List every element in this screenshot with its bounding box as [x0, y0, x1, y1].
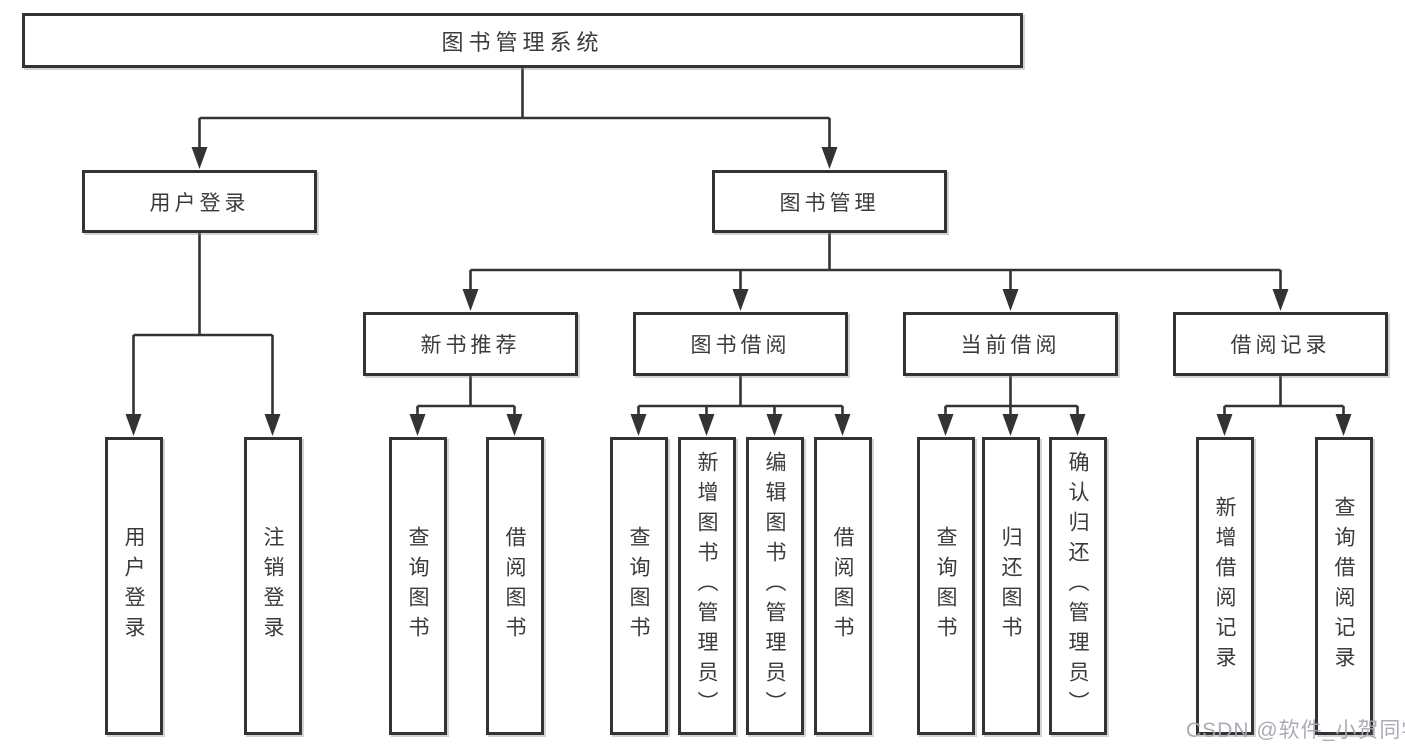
leaf-query-book-current: 查询图书	[916, 437, 975, 735]
arrowhead	[462, 289, 479, 311]
arrowhead	[264, 414, 281, 436]
connector-book-borrow-to-leaves	[630, 376, 851, 436]
node-root-system: 图书管理系统	[22, 13, 1023, 68]
leaf-borrow-book-recommend: 借阅图书	[485, 437, 544, 735]
arrowhead	[1335, 414, 1352, 436]
arrowhead	[630, 414, 647, 436]
node-root-system-label: 图书管理系统	[441, 29, 604, 55]
leaf-query-book-recommend: 查询图书	[388, 437, 447, 735]
leaf-logout-label: 注销登录	[261, 526, 284, 646]
connector-current-borrow-to-leaves	[937, 376, 1086, 436]
node-current-borrow-label: 当前借阅	[960, 334, 1061, 357]
node-new-book-recommend: 新书推荐	[363, 312, 578, 376]
leaf-query-borrow-record-label: 查询借阅记录	[1332, 496, 1355, 676]
node-borrow-record-label: 借阅记录	[1230, 334, 1331, 357]
connector-new-book-rec-to-leaves	[409, 376, 523, 436]
leaf-query-borrow-record: 查询借阅记录	[1314, 437, 1373, 735]
connector-user-login-to-leaves	[125, 233, 281, 436]
node-book-management: 图书管理	[712, 170, 947, 233]
leaf-add-book-admin: 新增图书（管理员）	[677, 437, 736, 735]
arrowhead	[409, 414, 426, 436]
leaf-user-login-label: 用户登录	[122, 526, 145, 646]
csdn-watermark: CSDN @软件_小贺同学	[1186, 719, 1405, 742]
node-book-borrow: 图书借阅	[633, 312, 848, 376]
connector-book-mgmt-to-level3	[462, 233, 1289, 311]
leaf-logout: 注销登录	[243, 437, 302, 735]
node-book-management-label: 图书管理	[779, 191, 880, 215]
leaf-borrow-book: 借阅图书	[813, 437, 872, 735]
arrowhead	[1002, 289, 1019, 311]
leaf-return-book-label: 归还图书	[999, 526, 1022, 646]
leaf-query-book-borrow: 查询图书	[609, 437, 668, 735]
leaf-borrow-book-recommend-label: 借阅图书	[503, 526, 526, 646]
connector-borrow-record-to-leaves	[1216, 376, 1352, 436]
node-borrow-record: 借阅记录	[1173, 312, 1388, 376]
arrowhead	[834, 414, 851, 436]
arrowhead	[698, 414, 715, 436]
node-current-borrow: 当前借阅	[903, 312, 1118, 376]
arrowhead	[506, 414, 523, 436]
leaf-edit-book-admin-label: 编辑图书（管理员）	[763, 451, 786, 721]
node-user-login-label: 用户登录	[149, 191, 250, 215]
arrowhead	[125, 414, 142, 436]
leaf-add-borrow-record-label: 新增借阅记录	[1213, 496, 1236, 676]
node-new-book-recommend-label: 新书推荐	[420, 334, 521, 357]
leaf-query-book-borrow-label: 查询图书	[627, 526, 650, 646]
arrowhead	[191, 147, 208, 169]
leaf-add-borrow-record: 新增借阅记录	[1195, 437, 1254, 735]
arrowhead	[766, 414, 783, 436]
arrowhead	[1216, 414, 1233, 436]
arrowhead	[732, 289, 749, 311]
leaf-edit-book-admin: 编辑图书（管理员）	[745, 437, 804, 735]
arrowhead	[937, 414, 954, 436]
leaf-user-login: 用户登录	[104, 437, 163, 735]
node-user-login: 用户登录	[82, 170, 317, 233]
leaf-confirm-return-admin: 确认归还（管理员）	[1048, 437, 1107, 735]
connector-root-to-level2	[191, 68, 838, 169]
arrowhead	[1272, 289, 1289, 311]
leaf-borrow-book-label: 借阅图书	[831, 526, 854, 646]
node-book-borrow-label: 图书借阅	[690, 334, 791, 357]
leaf-query-book-current-label: 查询图书	[934, 526, 957, 646]
arrowhead	[1002, 414, 1019, 436]
leaf-confirm-return-admin-label: 确认归还（管理员）	[1066, 451, 1089, 721]
leaf-return-book: 归还图书	[981, 437, 1040, 735]
leaf-add-book-admin-label: 新增图书（管理员）	[695, 451, 718, 721]
arrowhead	[1069, 414, 1086, 436]
arrowhead	[821, 147, 838, 169]
leaf-query-book-recommend-label: 查询图书	[406, 526, 429, 646]
